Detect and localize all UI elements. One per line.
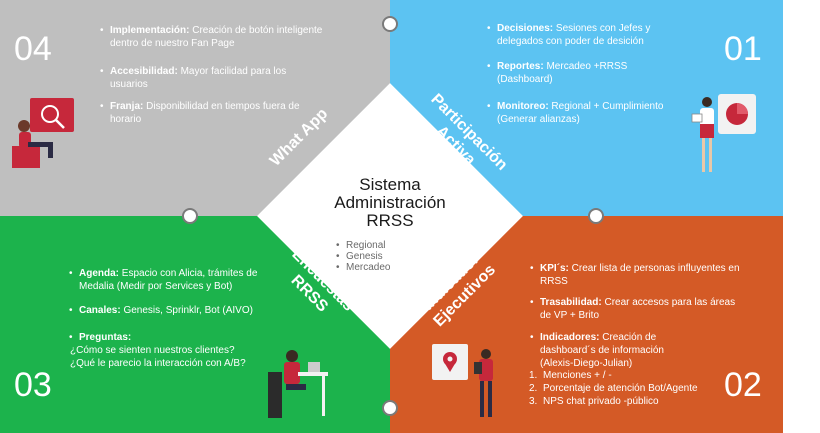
step-number-01: 01 [724, 30, 762, 68]
phone-icon [474, 362, 482, 374]
encuestas-question-2: ¿Qué le parecio la interacción con A/B? [70, 358, 246, 369]
indicador-list: 1.Menciones + / - 2.Porcentaje de atenci… [529, 369, 729, 408]
indicador-list-item: 3.NPS chat privado -público [529, 396, 659, 407]
center-title-line-1: Sistema [359, 175, 421, 194]
indicador-list-item: 2.Porcentaje de atención Bot/Agente [529, 383, 698, 394]
magnifier-board [30, 98, 74, 132]
center-title: Sistema Administración RRSS [310, 176, 470, 230]
man-head [481, 349, 491, 359]
participacion-item-1: Decisiones: Sesiones con Jefes y delegad… [487, 22, 697, 48]
magnifier-handle [55, 119, 65, 129]
center-title-line-2: Administración [334, 193, 446, 212]
woman-leg-right [709, 138, 712, 172]
pie-slice [737, 103, 748, 114]
connector-circle-bottom [382, 400, 398, 416]
indicador-item-1: KPI´s: Crear lista de personas influyent… [530, 262, 740, 288]
woman-leg-left [702, 138, 705, 172]
center-title-line-3: RRSS [366, 211, 414, 230]
magnifier-icon [41, 105, 59, 123]
connector-circle-right [588, 208, 604, 224]
man-leg-right [488, 381, 492, 417]
location-user-illustration [432, 344, 493, 417]
step-number-04: 04 [14, 30, 52, 68]
man-leg-left [480, 381, 484, 417]
indicador-list-item: 1.Menciones + / - [529, 370, 612, 381]
center-list-item: Regional [336, 240, 390, 251]
user-legs [286, 384, 306, 390]
center-list-item: Genesis [336, 251, 390, 262]
what-app-item-1: Implementación: Creación de botón inteli… [100, 24, 330, 50]
center-list-item: Mercadeo [336, 262, 391, 273]
tablet-icon [691, 113, 703, 123]
computer-user-illustration [268, 350, 328, 418]
indicador-item-2: Trasabilidad: Crear accesos para las áre… [530, 296, 740, 322]
user-body [284, 362, 300, 384]
woman-skirt [700, 124, 714, 138]
encuestas-item-1: Agenda: Espacio con Alicia, trámites de … [69, 267, 279, 293]
person-shin [48, 142, 53, 158]
presenter-illustration [691, 94, 756, 172]
encuestas-questions: ¿Cómo se sienten nuestros clientes? ¿Qué… [70, 344, 310, 370]
center-list: Regional Genesis Mercadeo [336, 240, 391, 273]
location-pin-tip [444, 362, 456, 372]
what-app-item-3: Franja: Disponibilidad en tiempos fuera … [100, 100, 310, 126]
desk-top [298, 372, 328, 376]
encuestas-item-2: Canales: Genesis, Sprinklr, Bot (AIVO) [69, 304, 299, 317]
participacion-item-2: Reportes: Mercadeo +RRSS (Dashboard) [487, 60, 657, 86]
participacion-item-3: Monitoreo: Regional + Cumplimiento (Gene… [487, 100, 702, 126]
step-number-03: 03 [14, 366, 52, 404]
laptop-icon [308, 362, 320, 372]
connector-circle-left [182, 208, 198, 224]
encuestas-item-3: Preguntas: [69, 331, 279, 344]
user-head [286, 350, 298, 362]
man-body [479, 359, 493, 381]
analyst-illustration [12, 98, 74, 168]
office-chair [268, 372, 282, 418]
desk-leg [322, 376, 325, 416]
woman-shirt [700, 108, 714, 126]
woman-head [702, 97, 712, 107]
connector-circle-top [382, 16, 398, 32]
chair-block [12, 146, 40, 168]
indicador-item-3: Indicadores: Creación de dashboard´s de … [530, 331, 695, 370]
person-head [18, 120, 30, 132]
what-app-item-2: Accesibilidad: Mayor facilidad para los … [100, 65, 310, 91]
step-number-02: 02 [724, 366, 762, 404]
location-pin-dot [447, 356, 453, 362]
person-legs [28, 142, 52, 147]
encuestas-question-1: ¿Cómo se sienten nuestros clientes? [70, 345, 235, 356]
